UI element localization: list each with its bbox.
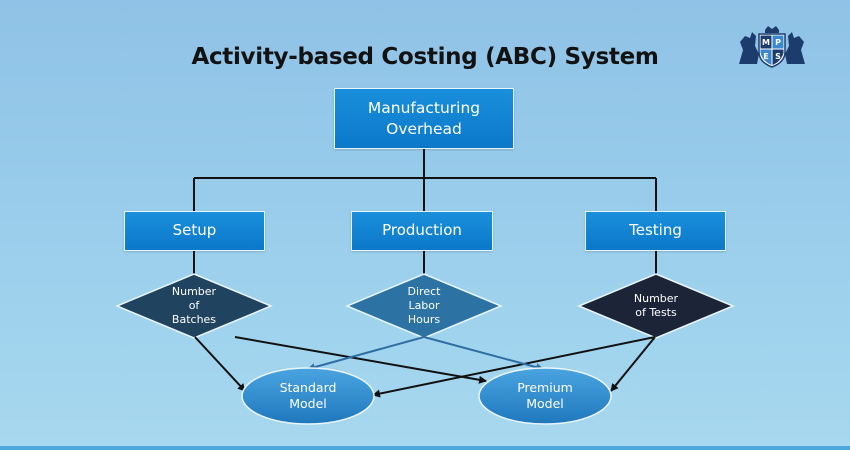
driver-labor-line3: Hours <box>407 313 441 327</box>
activity-box-testing: Testing <box>585 211 726 251</box>
product-ellipse-standard <box>241 367 375 425</box>
activity-box-setup: Setup <box>124 211 265 251</box>
root-label-line1: Manufacturing <box>367 99 481 118</box>
driver-label-labor-hours: Direct Labor Hours <box>374 280 474 332</box>
driver-diamond-tests <box>577 273 735 339</box>
driver-tests-line2: of Tests <box>635 306 677 319</box>
diagram-title: Activity-based Costing (ABC) System <box>191 44 659 70</box>
arrow-tests-to-standard <box>372 336 656 398</box>
logo-letter-m: M <box>762 38 770 47</box>
root-label-line2: Overhead <box>386 119 462 138</box>
product-standard-line2: Model <box>289 396 327 411</box>
driver-batches-line3: Batches <box>171 313 217 327</box>
logo-letter-s: S <box>775 52 781 61</box>
arrow-batches-to-standard <box>194 336 246 392</box>
product-label-premium: Premium Model <box>485 374 605 418</box>
driver-labor-line2: Labor <box>408 298 440 312</box>
driver-tests-line1: Number <box>633 291 679 305</box>
driver-labor-line1: Direct <box>407 284 441 298</box>
arrow-tests-to-premium <box>610 336 656 392</box>
activity-label-setup: Setup <box>172 221 217 240</box>
driver-label-tests: Number of Tests <box>606 280 706 332</box>
arrow-batches-to-premium <box>234 336 487 384</box>
driver-batches-line1: Number <box>171 284 217 298</box>
product-premium-line1: Premium <box>517 379 573 395</box>
product-ellipse-premium <box>478 367 612 425</box>
activity-box-production: Production <box>351 211 493 251</box>
arrow-labor-to-premium <box>423 336 544 372</box>
driver-batches-line2: of <box>188 298 200 312</box>
arrow-labor-to-standard <box>307 336 425 371</box>
product-premium-line2: Model <box>526 396 564 411</box>
root-box-manufacturing-overhead: Manufacturing Overhead <box>334 88 514 149</box>
product-label-standard: Standard Model <box>248 374 368 418</box>
logo-letter-e: E <box>763 52 768 61</box>
mpes-crest-logo: M P E S <box>739 26 805 68</box>
bottom-accent-strip <box>0 446 850 450</box>
product-standard-line1: Standard <box>279 379 337 395</box>
driver-label-batches: Number of Batches <box>144 280 244 332</box>
logo-letter-p: P <box>775 38 781 47</box>
driver-diamond-batches <box>115 273 273 339</box>
activity-label-testing: Testing <box>629 221 682 240</box>
activity-label-production: Production <box>382 221 462 240</box>
